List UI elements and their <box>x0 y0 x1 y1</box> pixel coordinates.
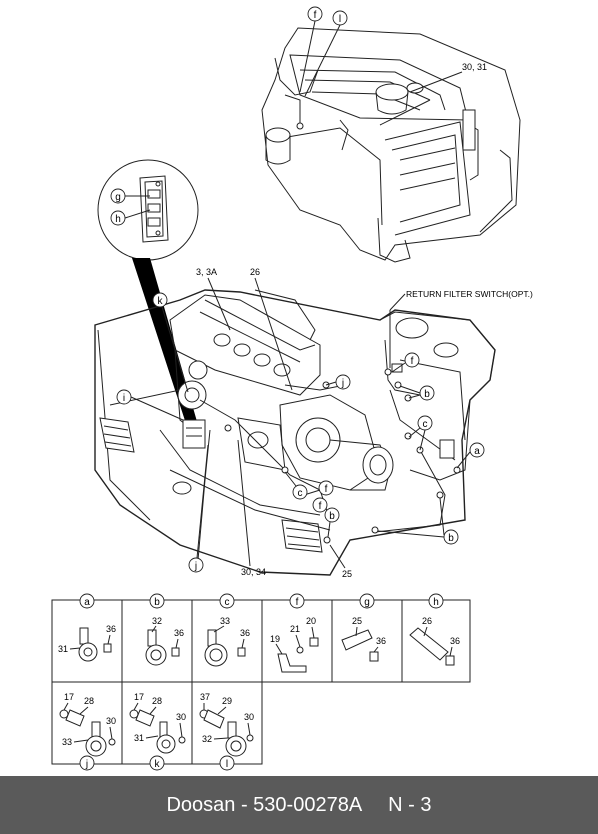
callout-l-top: l <box>304 10 348 97</box>
part-label-3-3a: 3, 3A <box>196 267 217 277</box>
svg-text:25: 25 <box>352 616 362 626</box>
svg-text:36: 36 <box>240 628 250 638</box>
svg-text:k: k <box>155 759 161 770</box>
svg-text:f: f <box>296 597 299 608</box>
callout-c-center: c <box>284 471 308 500</box>
detail-circle-gh: g h <box>97 159 200 436</box>
svg-text:c: c <box>423 419 428 430</box>
svg-text:36: 36 <box>376 636 386 646</box>
svg-text:h: h <box>115 214 121 225</box>
detail-cell-j: j 17 28 30 33 <box>59 692 116 771</box>
callout-c-right: c <box>408 415 433 451</box>
svg-text:28: 28 <box>152 696 162 706</box>
svg-text:f: f <box>314 10 317 21</box>
engine-top-view <box>261 27 521 263</box>
svg-text:g: g <box>364 597 370 608</box>
svg-text:j: j <box>341 378 344 389</box>
detail-cell-b: b 32 36 <box>145 593 184 666</box>
svg-text:30: 30 <box>176 712 186 722</box>
svg-text:c: c <box>225 597 230 608</box>
svg-text:a: a <box>84 597 90 608</box>
svg-text:30: 30 <box>106 716 116 726</box>
svg-text:33: 33 <box>62 737 72 747</box>
detail-cell-k: k 17 28 30 31 <box>129 692 186 771</box>
svg-text:29: 29 <box>222 696 232 706</box>
callout-i: i <box>116 389 184 421</box>
svg-text:g: g <box>115 192 121 203</box>
detail-table: a 31 36 b 32 36 c <box>51 593 471 771</box>
callout-j-right: j <box>325 374 351 390</box>
svg-text:k: k <box>158 296 164 307</box>
svg-text:i: i <box>123 393 125 404</box>
detail-cell-a: a 31 36 <box>58 593 116 662</box>
svg-text:26: 26 <box>422 616 432 626</box>
part-label-26: 26 <box>250 267 260 277</box>
callout-f-lower: f <box>312 497 328 513</box>
parts-diagram: f l 30, 31 g h <box>51 6 533 771</box>
machine-main-view <box>94 289 496 576</box>
part-label-30-34: 30, 34 <box>241 567 266 577</box>
svg-text:c: c <box>298 488 303 499</box>
svg-text:36: 36 <box>106 624 116 634</box>
svg-text:36: 36 <box>174 628 184 638</box>
svg-text:f: f <box>411 356 414 367</box>
svg-text:36: 36 <box>450 636 460 646</box>
callout-b-right-1: b <box>399 385 435 401</box>
callout-b-lower: b <box>324 507 340 538</box>
svg-text:37: 37 <box>200 692 210 702</box>
svg-text:31: 31 <box>134 733 144 743</box>
svg-text:b: b <box>154 597 160 608</box>
svg-text:j: j <box>85 759 88 770</box>
footer-bar: Doosan - 530-00278A N - 3 <box>0 776 598 834</box>
svg-text:30: 30 <box>244 712 254 722</box>
svg-text:b: b <box>424 389 430 400</box>
part-label-30-31: 30, 31 <box>462 62 487 72</box>
svg-text:l: l <box>339 14 341 25</box>
svg-text:31: 31 <box>58 644 68 654</box>
svg-text:17: 17 <box>134 692 144 702</box>
svg-text:b: b <box>448 533 454 544</box>
part-label-return-filter: RETURN FILTER SWITCH(OPT.) <box>406 289 533 299</box>
callout-j-bottom: j <box>188 444 209 573</box>
svg-text:h: h <box>433 597 439 608</box>
svg-text:33: 33 <box>220 616 230 626</box>
detail-cell-g: g 25 36 <box>341 593 386 662</box>
svg-text:b: b <box>329 511 335 522</box>
svg-text:19: 19 <box>270 634 280 644</box>
footer-page-number: N - 3 <box>388 793 432 816</box>
detail-cell-c: c 33 36 <box>204 593 250 667</box>
svg-text:28: 28 <box>84 696 94 706</box>
svg-text:17: 17 <box>64 692 74 702</box>
callout-a: a <box>456 442 485 469</box>
callout-k: k <box>152 292 189 393</box>
svg-text:j: j <box>194 561 197 572</box>
svg-text:a: a <box>474 446 480 457</box>
svg-text:21: 21 <box>290 624 300 634</box>
part-label-25: 25 <box>342 569 352 579</box>
svg-text:32: 32 <box>152 616 162 626</box>
svg-text:32: 32 <box>202 734 212 744</box>
svg-text:l: l <box>226 759 228 770</box>
detail-cell-f: f 19 21 20 <box>270 593 319 673</box>
svg-text:20: 20 <box>306 616 316 626</box>
callout-f-center: f <box>303 480 334 496</box>
detail-cell-h: h 26 36 <box>409 593 460 666</box>
svg-text:f: f <box>325 484 328 495</box>
footer-brand-part: Doosan - 530-00278A <box>166 793 363 816</box>
callout-b-right-2: b <box>377 497 459 545</box>
callout-f-top: f <box>299 6 323 93</box>
svg-text:f: f <box>319 501 322 512</box>
detail-cell-l: l 37 29 30 32 <box>199 692 254 771</box>
callout-f-right-1: f <box>391 352 420 373</box>
